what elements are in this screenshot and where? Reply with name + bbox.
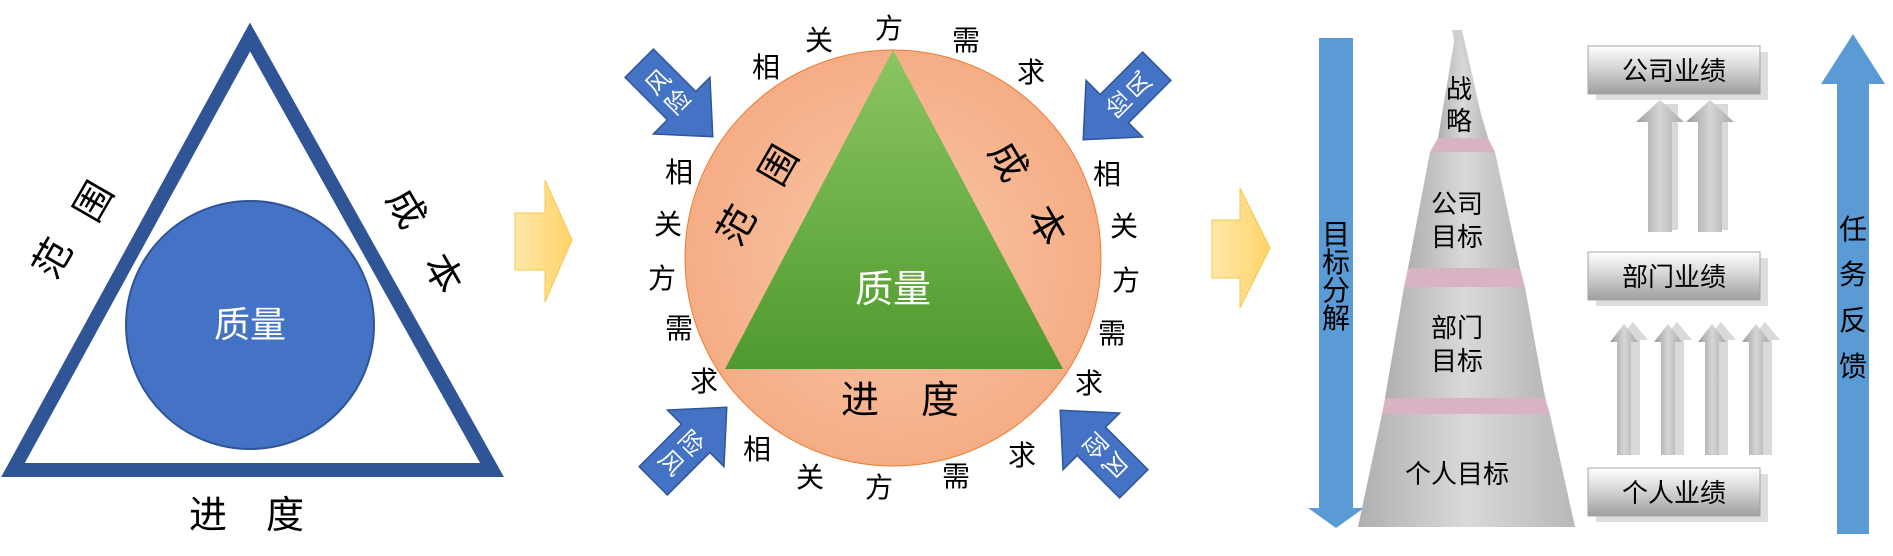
pyramid-level-company	[1408, 152, 1520, 268]
stakeholder-left-5: 求	[690, 365, 718, 398]
stakeholder-bottom-2: 关	[796, 461, 824, 494]
performance-box-individual: 个人业绩	[1587, 467, 1768, 522]
risk-arrow-bottom-left: 风 险	[638, 406, 728, 496]
feedback-arrow-upper-2	[1686, 100, 1734, 232]
scope-char-2: 围	[65, 174, 122, 229]
stakeholder-bottom-3: 方	[865, 471, 893, 504]
stakeholder-bottom-1: 相	[743, 433, 771, 466]
stakeholder-left-4: 需	[665, 312, 693, 345]
schedule-char-2: 度	[921, 378, 959, 422]
decomp-char-2: 标	[1322, 246, 1350, 279]
schedule-char-2: 度	[266, 493, 304, 537]
stakeholder-top-4: 需	[952, 24, 980, 57]
stakeholder-right-4: 需	[1098, 317, 1126, 350]
pyramid-label-company-2: 目标	[1431, 223, 1483, 253]
pyramid-sep-3	[1382, 398, 1550, 414]
pyramid-sep-2	[1404, 268, 1525, 287]
schedule-char-1: 进	[841, 378, 879, 422]
cost-char-2: 本	[415, 246, 472, 301]
pyramid-label-company-1: 公司	[1431, 190, 1483, 220]
feedback-char-1: 任	[1839, 213, 1867, 246]
stakeholder-right-5: 求	[1075, 367, 1103, 400]
feedback-arrow-upper-1	[1636, 100, 1684, 232]
stakeholder-right-2: 关	[1110, 210, 1138, 243]
feedback-arrow-lower-4	[1742, 322, 1780, 455]
quality-triangle	[725, 50, 1063, 369]
stakeholder-left-3: 方	[648, 262, 676, 295]
pyramid-level-strategy	[1438, 30, 1488, 138]
diagram-stakeholder-circle: 质量 范 围 成 本 进 度 相 关 方 需 求 相 关 方 需 求 相 关 方…	[624, 12, 1172, 504]
feedback-arrow-lower-1	[1610, 322, 1648, 455]
feedback-arrow-lower-3	[1698, 322, 1736, 455]
stakeholder-left-2: 关	[654, 208, 682, 241]
quality-label: 质量	[214, 305, 286, 346]
decomp-char-1: 目	[1322, 218, 1350, 251]
performance-box-department: 部门业绩	[1587, 251, 1768, 306]
goal-decomposition-arrow	[1308, 38, 1364, 528]
performance-label-individual: 个人业绩	[1622, 479, 1726, 509]
feedback-char-2: 务	[1839, 258, 1867, 291]
performance-label-company: 公司业绩	[1622, 57, 1726, 87]
pyramid-sep-1	[1430, 138, 1495, 152]
quality-label-2: 质量	[855, 267, 931, 311]
cost-char-1: 成	[378, 181, 435, 236]
scope-char-1: 范	[24, 231, 81, 286]
pyramid-level-department	[1385, 287, 1545, 398]
stakeholder-right-1: 相	[1093, 158, 1121, 191]
stakeholder-bottom-5: 求	[1008, 439, 1036, 472]
task-feedback-arrow	[1821, 34, 1885, 534]
diagram-goal-pyramid: 目 标 分 解 战 略 公司 目标 部门 目标 个人目标 公司业绩 部门业绩	[1308, 30, 1885, 534]
stakeholder-bottom-4: 需	[942, 460, 970, 493]
schedule-char-1: 进	[189, 493, 227, 537]
stakeholder-right-3: 方	[1112, 264, 1140, 297]
feedback-arrow-lower-2	[1654, 322, 1692, 455]
pyramid-level-individual	[1358, 414, 1575, 527]
decomp-char-4: 解	[1322, 302, 1350, 335]
diagram-triangle-quality: 质量 范 围 成 本 进 度	[1, 22, 504, 537]
risk-arrow-top-right: 风 险	[1082, 51, 1172, 141]
performance-box-company: 公司业绩	[1587, 45, 1768, 100]
transition-arrow-2	[1211, 187, 1271, 309]
risk-arrow-bottom-right: 风 险	[1059, 409, 1149, 499]
pyramid-label-strategy-2: 略	[1446, 107, 1472, 137]
performance-label-department: 部门业绩	[1622, 263, 1726, 293]
decomp-char-3: 分	[1322, 274, 1350, 307]
stakeholder-top-5: 求	[1017, 56, 1045, 89]
pyramid-label-department-1: 部门	[1431, 314, 1483, 344]
feedback-char-4: 馈	[1839, 350, 1867, 383]
stakeholder-top-1: 相	[752, 51, 780, 84]
transition-arrow-1	[514, 179, 573, 303]
stakeholder-top-2: 关	[805, 24, 833, 57]
pyramid-label-department-2: 目标	[1431, 347, 1483, 377]
quality-circle	[125, 200, 375, 450]
pyramid-label-strategy-1: 战	[1446, 75, 1472, 105]
pyramid-label-individual: 个人目标	[1405, 460, 1509, 490]
feedback-char-3: 反	[1839, 304, 1867, 337]
stakeholder-top-3: 方	[875, 12, 903, 45]
risk-arrow-top-left: 风 险	[624, 48, 714, 138]
stakeholder-left-1: 相	[665, 156, 693, 189]
